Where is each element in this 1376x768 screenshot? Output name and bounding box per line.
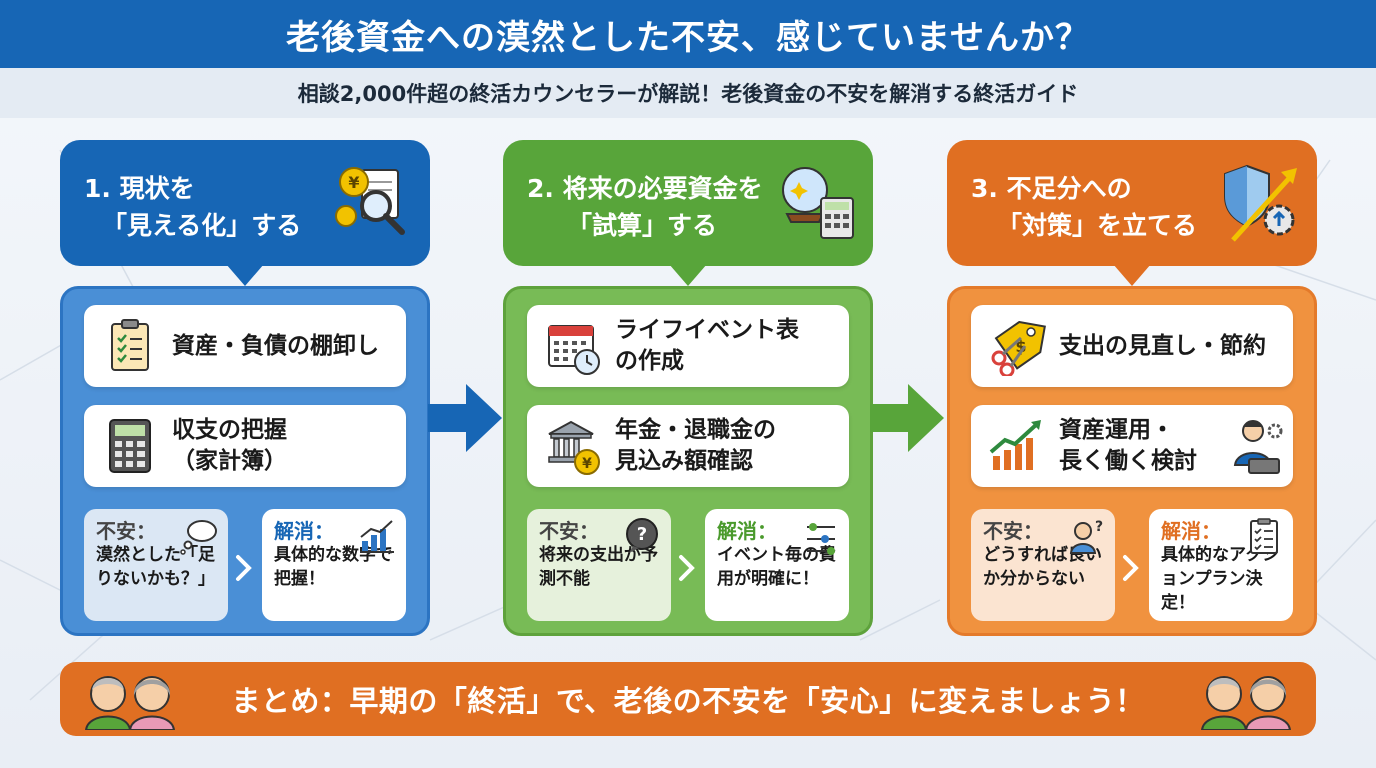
step-1-title-line-1: 1. 現状を [84,174,195,203]
summary-text: まとめ：早期の「終活」で、老後の不安を「安心」に変えましょう！ [231,684,1145,718]
worker-laptop-icon [1233,420,1283,474]
step-1-item-1: 資産・負債の棚卸し [84,305,406,387]
growth-chart-icon [989,420,1041,470]
clipboard-icon [111,319,149,371]
step-3-item-2: 資産運用・ 長く働く検討 [971,405,1293,487]
step-2-item-2: ¥ 年金・退職金の 見込み額確認 [527,405,849,487]
svg-text:¥: ¥ [582,456,592,472]
page-subtitle: 相談2,000件超の終活カウンセラーが解説！老後資金の不安を解消する終活ガイド [0,68,1376,118]
step-1-solution-label: 解消： [274,519,334,543]
checklist-icon [1250,518,1278,554]
step-2-title-line-2: 「試算」する [567,211,718,240]
shield-arrow-gear-icon [1224,164,1297,242]
step-2-item-2-text: 年金・退職金の 見込み額確認 [615,417,776,474]
chevron-right-icon [236,555,252,581]
step-1-worry-text: 漠然とした「足りないかも？」 [96,545,215,589]
step-1-item-1-text: 資産・負債の棚卸し [172,332,379,359]
step-2-solution-text: イベント毎の費用が明確に！ [717,545,836,589]
calendar-clock-icon [548,325,600,375]
step-2-header-pointer [669,264,707,286]
bank-coin-icon: ¥ [548,420,600,475]
step-1-header-pointer [226,264,264,286]
arrow-2-to-3-icon [870,384,944,452]
scissors-tag-icon: $ [991,320,1046,376]
question-bubble-icon: ? [626,518,658,553]
step-3-header-pointer [1113,264,1151,286]
page-title: 老後資金への漠然とした不安、感じていませんか？ [0,0,1376,68]
step-3-solution-label: 解消： [1161,519,1221,543]
timeline-icon [807,523,835,555]
step-2-title-line-1: 2. 将来の必要資金を [527,174,763,203]
step-3-worry-label: 不安： [983,519,1043,543]
crystal-ball-calculator-icon [782,167,854,239]
step-2-solution-box: 解消： イベント毎の費用が明確に！ [705,509,849,621]
step-2-header: 2. 将来の必要資金を 「試算」する [503,140,873,286]
svg-text:?: ? [637,524,647,545]
step-3-panel: $ 支出の見直し・節約 資産運用・ 長く働く検討 [947,286,1317,636]
step-3-header: 3. 不足分への 「対策」を立てる [947,140,1317,286]
step-3-item-1: $ 支出の見直し・節約 [971,305,1293,387]
step-1-column: 1. 現状を 「見える化」する ¥ 資産・負債の棚卸し [60,140,430,636]
step-3-title-line-2: 「対策」を立てる [997,211,1198,240]
arrow-1-to-2-icon [428,384,502,452]
summary-bar: まとめ：早期の「終活」で、老後の不安を「安心」に変えましょう！ [60,662,1316,736]
elderly-couple-icon [1200,676,1292,730]
step-2-worry-box: 不安： 将来の支出が予測不能 ? [527,509,671,621]
thought-bubble-icon [180,520,217,555]
yen-magnifier-icon: ¥ [335,167,405,235]
step-3-solution-text: 具体的なアクションプラン決定！ [1161,545,1280,613]
step-1-worry-box: 不安： 漠然とした「足りないかも？」 [84,509,228,621]
step-2-item-1: ライフイベント表 の作成 [527,305,849,387]
confused-person-icon: ? [1069,519,1103,554]
step-1-panel: 資産・負債の棚卸し 収支の把握 （家計簿） 不安： 漠然とした「足りないかも？」 [60,286,430,636]
svg-text:?: ? [1095,519,1103,535]
step-2-worry-text: 将来の支出が予測不能 [539,545,658,589]
step-3-worry-box: 不安： どうすれば良いか分からない ? [971,509,1115,621]
step-2-panel: ライフイベント表 の作成 ¥ 年金・退職金の 見込み額確認 不安： 将来の支出が… [503,286,873,636]
step-1-header: 1. 現状を 「見える化」する ¥ [60,140,430,286]
step-3-item-2-text: 資産運用・ 長く働く検討 [1059,417,1197,474]
step-2-column: 2. 将来の必要資金を 「試算」する [503,140,873,636]
svg-text:$: $ [1015,337,1026,356]
step-1-solution-box: 解消： 具体的な数字で把握！ [262,509,406,621]
step-1-item-2: 収支の把握 （家計簿） [84,405,406,487]
step-3-title-line-1: 3. 不足分への [971,174,1132,203]
svg-text:¥: ¥ [348,173,359,192]
chevron-right-icon [679,555,695,581]
chevron-right-icon [1123,555,1139,581]
step-2-item-1-text: ライフイベント表 の作成 [615,317,799,374]
elderly-couple-icon [84,676,176,730]
step-3-solution-box: 解消： 具体的なアクションプラン決定！ [1149,509,1293,621]
calculator-icon [109,419,151,473]
step-1-worry-label: 不安： [96,519,156,543]
step-2-worry-label: 不安： [539,519,599,543]
step-1-title-line-2: 「見える化」する [102,211,302,240]
step-1-item-2-text: 収支の把握 （家計簿） [172,417,287,474]
step-2-solution-label: 解消： [717,519,777,543]
bar-chart-icon [360,520,394,553]
step-3-item-1-text: 支出の見直し・節約 [1059,332,1266,359]
step-3-column: 3. 不足分への 「対策」を立てる $ 支出の見直し・節約 [947,140,1317,636]
